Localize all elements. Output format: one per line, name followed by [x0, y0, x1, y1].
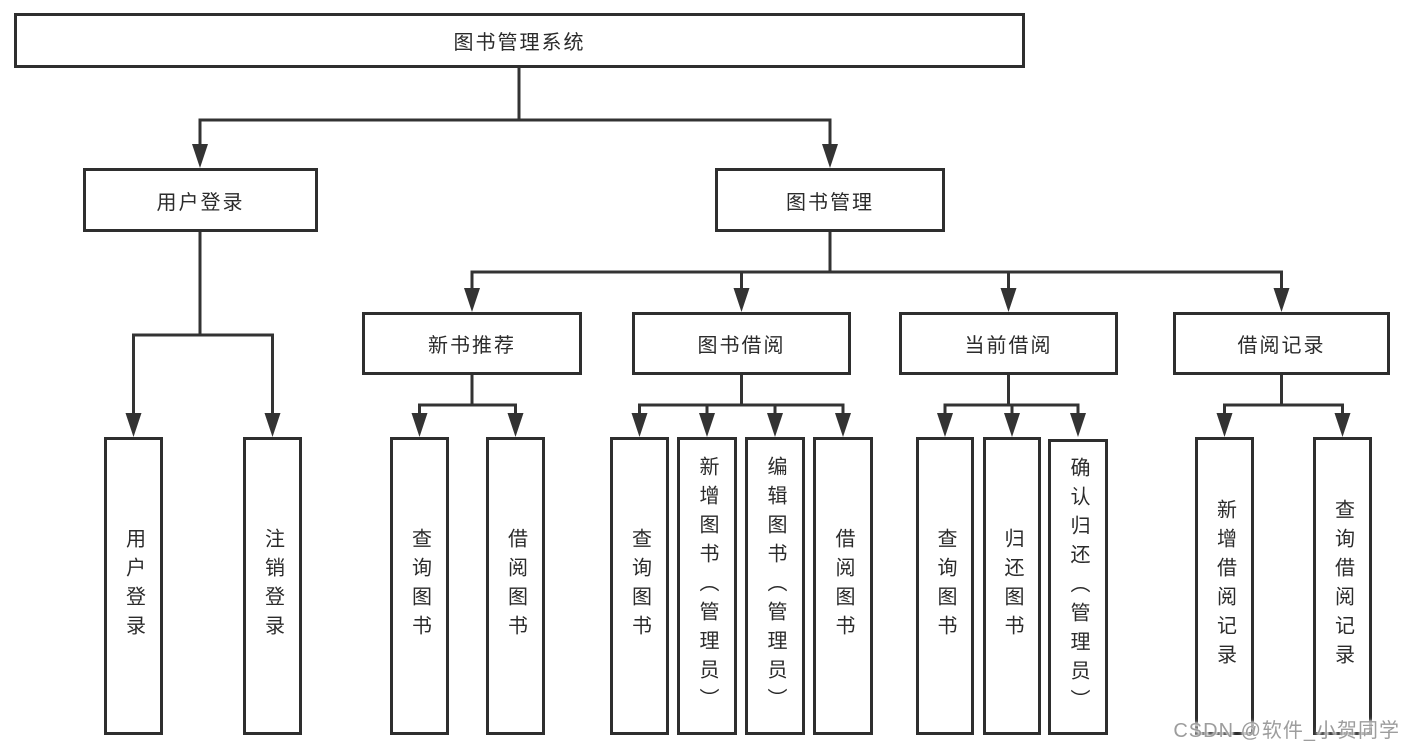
leaf-label: 归还图书: [1001, 528, 1023, 644]
csdn-watermark: CSDN @软件_小贺同学: [1173, 720, 1400, 742]
leaf-user-login: 用户登录: [104, 437, 163, 735]
node-label: 图书管理: [786, 191, 874, 214]
node-label: 当前借阅: [964, 335, 1053, 357]
leaf-label: 新增图书（管理员）: [696, 455, 718, 717]
leaf-label: 借阅图书: [504, 528, 527, 644]
leaf-edit-book-admin: 编辑图书（管理员）: [745, 437, 805, 735]
leaf-add-book-admin: 新增图书（管理员）: [677, 437, 737, 735]
leaf-label: 注销登录: [261, 528, 284, 644]
leaf-query-borrow-record: 查询借阅记录: [1313, 437, 1372, 735]
leaf-label: 查询图书: [408, 528, 431, 644]
leaf-label: 用户登录: [122, 528, 145, 644]
leaf-label: 编辑图书（管理员）: [764, 455, 786, 717]
leaf-label: 查询图书: [628, 528, 651, 644]
node-user-login-branch: 用户登录: [83, 168, 318, 232]
leaf-label: 借阅图书: [832, 528, 854, 644]
leaf-query-books-recommend: 查询图书: [390, 437, 449, 735]
node-label: 新书推荐: [428, 335, 516, 357]
node-label: 用户登录: [156, 191, 245, 214]
leaf-label: 新增借阅记录: [1213, 499, 1236, 673]
leaf-query-books-current: 查询图书: [916, 437, 974, 735]
node-current-borrowing: 当前借阅: [899, 312, 1118, 375]
leaf-borrow-books-recommend: 借阅图书: [486, 437, 545, 735]
node-label: 图书借阅: [697, 335, 786, 357]
leaf-borrow-books: 借阅图书: [813, 437, 873, 735]
leaf-return-books: 归还图书: [983, 437, 1041, 735]
node-borrow-records: 借阅记录: [1173, 312, 1390, 375]
leaf-confirm-return-admin: 确认归还（管理员）: [1048, 439, 1108, 735]
node-book-borrowing: 图书借阅: [632, 312, 851, 375]
leaf-query-books-borrowing: 查询图书: [610, 437, 669, 735]
leaf-add-borrow-record: 新增借阅记录: [1195, 437, 1254, 735]
leaf-logout: 注销登录: [243, 437, 302, 735]
leaf-label: 查询图书: [934, 528, 956, 644]
leaf-label: 查询借阅记录: [1331, 499, 1354, 673]
node-book-management-branch: 图书管理: [715, 168, 945, 232]
node-label: 借阅记录: [1237, 335, 1326, 357]
node-new-book-recommend: 新书推荐: [362, 312, 582, 375]
node-library-management-system: 图书管理系统: [14, 13, 1025, 68]
leaf-label: 确认归还（管理员）: [1067, 456, 1089, 718]
node-label: 图书管理系统: [453, 32, 586, 54]
